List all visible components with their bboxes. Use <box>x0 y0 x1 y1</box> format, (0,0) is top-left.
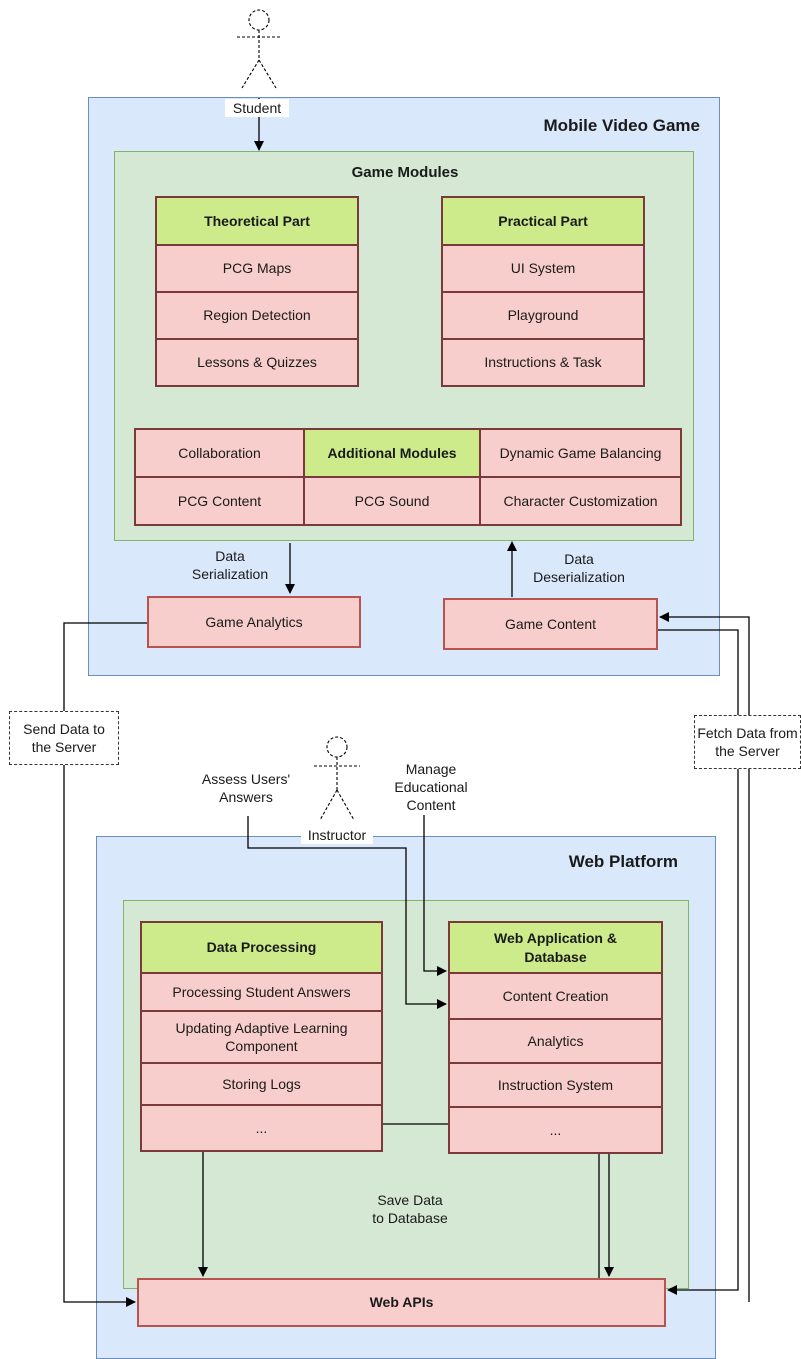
data-deserialization-label: Data Deserialization <box>533 551 625 586</box>
assess-answers-label: Assess Users' Answers <box>188 770 304 807</box>
fetch-to-game-content-arrow <box>659 612 750 1302</box>
web-app-header: Web Application & Database <box>448 921 663 974</box>
game-analytics-box: Game Analytics <box>147 596 361 648</box>
dynamic-game-balancing-module: Dynamic Game Balancing <box>479 428 682 478</box>
additional-modules-header: Additional Modules <box>303 428 481 478</box>
student-label: Student <box>225 99 289 118</box>
game-modules-title: Game Modules <box>351 164 459 181</box>
collaboration-module: Collaboration <box>134 428 305 478</box>
instructor-figure <box>314 736 360 821</box>
game-content-to-apis-arrow <box>658 629 739 1295</box>
web-platform-title: Web Platform <box>568 852 678 871</box>
web-app-more-item: ... <box>448 1106 663 1154</box>
assess-arrow <box>247 816 447 1009</box>
game-content-box: Game Content <box>443 598 658 650</box>
mobile-video-game-title: Mobile Video Game <box>543 116 700 135</box>
manage-content-label: Manage Educational Content <box>381 760 481 815</box>
instructions-task-module: Instructions & Task <box>441 338 645 387</box>
data-processing-more-item: ... <box>140 1104 383 1152</box>
pcg-content-module: PCG Content <box>134 476 305 526</box>
practical-part-header: Practical Part <box>441 196 645 246</box>
save-data-label: Save Data to Database <box>372 1192 448 1227</box>
region-detection-module: Region Detection <box>155 291 359 340</box>
send-data-arrow <box>63 622 147 1307</box>
lessons-quizzes-module: Lessons & Quizzes <box>155 338 359 387</box>
pcg-sound-module: PCG Sound <box>303 476 481 526</box>
fetch-data-label: Fetch Data from the Server <box>694 715 801 769</box>
data-processing-header: Data Processing <box>140 921 383 974</box>
student-figure <box>237 9 281 89</box>
theoretical-part-header: Theoretical Part <box>155 196 359 246</box>
adaptive-learning-item: Updating Adaptive Learning Component <box>140 1010 383 1064</box>
data-serialization-label: Data Serialization <box>191 548 269 583</box>
instruction-system-item: Instruction System <box>448 1062 663 1108</box>
instructor-label: Instructor <box>301 826 373 845</box>
analytics-item: Analytics <box>448 1018 663 1064</box>
processing-answers-item: Processing Student Answers <box>140 972 383 1012</box>
pcg-maps-module: PCG Maps <box>155 244 359 293</box>
ui-system-module: UI System <box>441 244 645 293</box>
send-data-label: Send Data to the Server <box>9 711 119 765</box>
manage-arrow <box>423 790 447 976</box>
storing-logs-item: Storing Logs <box>140 1062 383 1106</box>
content-creation-item: Content Creation <box>448 972 663 1020</box>
character-customization-module: Character Customization <box>479 476 682 526</box>
playground-module: Playground <box>441 291 645 340</box>
web-apis-box: Web APIs <box>137 1278 666 1327</box>
